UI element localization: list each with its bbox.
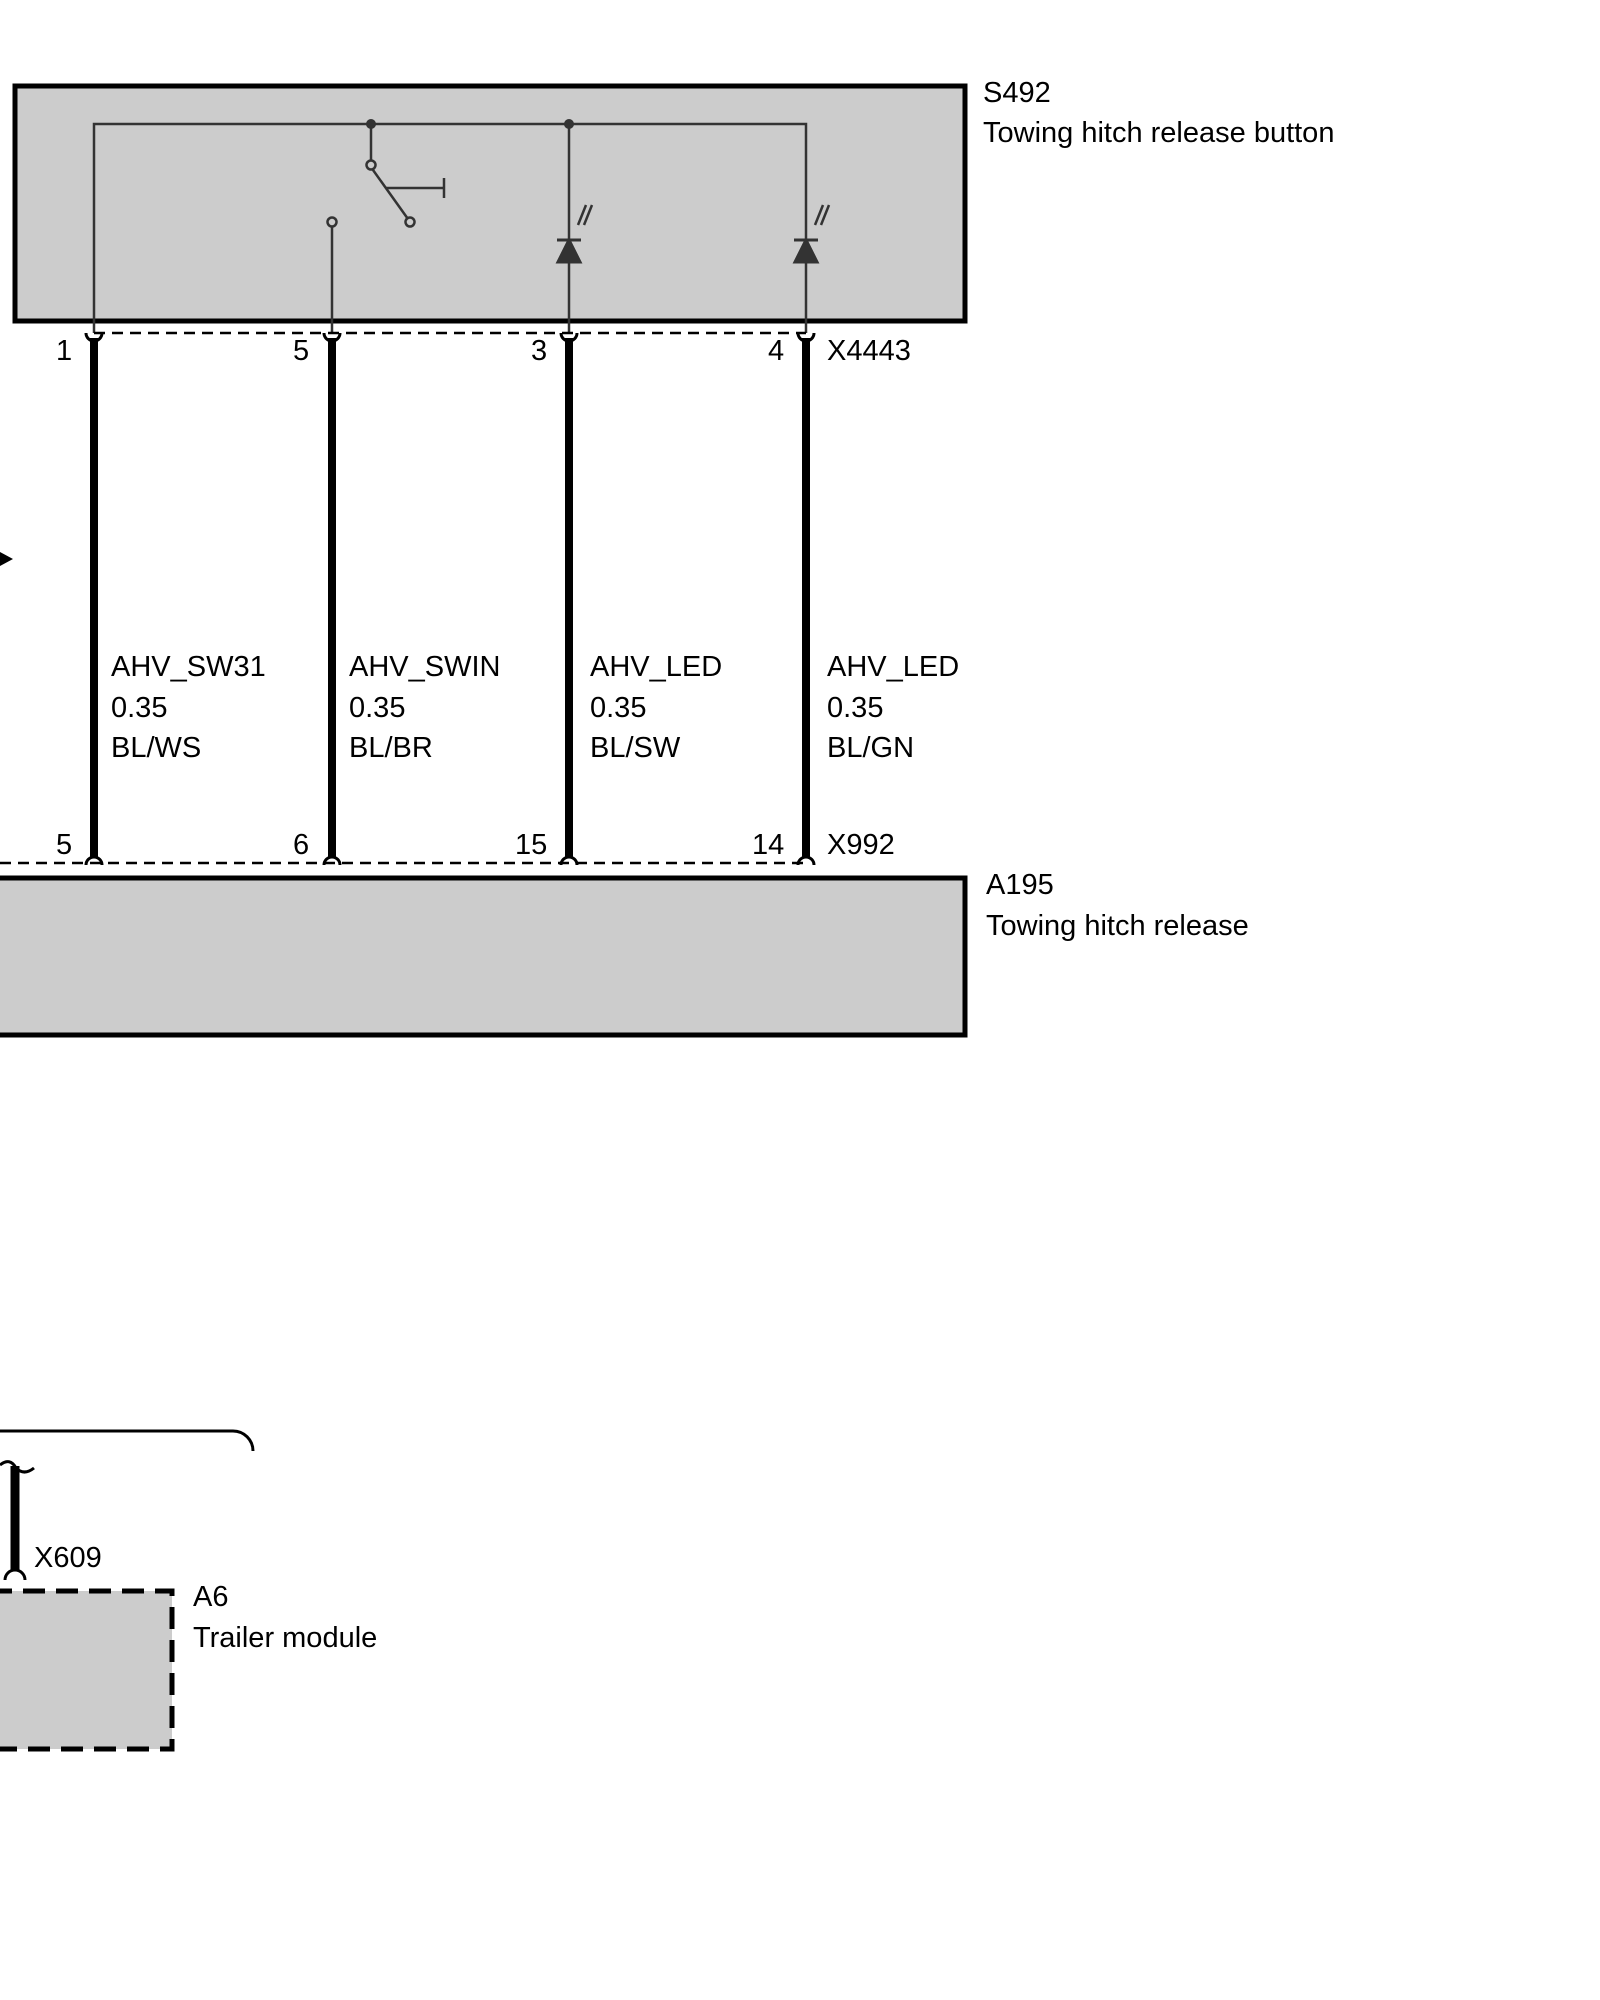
svg-text:0.35: 0.35	[590, 692, 646, 724]
a195-pin-6: 6	[293, 829, 309, 861]
switch-junction-dots	[366, 119, 574, 129]
x4443-label: X4443	[827, 335, 911, 367]
a195-module-box	[0, 875, 968, 1038]
wire-label-4: AHV_LED 0.35 BL/GN	[827, 651, 959, 764]
svg-text:0.35: 0.35	[111, 692, 167, 724]
a6-module-box	[0, 1588, 175, 1752]
s492-pin-1: 1	[56, 335, 72, 367]
svg-text:AHV_LED: AHV_LED	[827, 651, 959, 683]
x609-pin-socket	[3, 1568, 27, 1581]
svg-text:BL/GN: BL/GN	[827, 732, 914, 764]
svg-text:BL/SW: BL/SW	[590, 732, 681, 764]
x992-label: X992	[827, 829, 895, 861]
wires	[90, 338, 810, 858]
arrow-icon	[0, 552, 13, 566]
s492-name: Towing hitch release button	[983, 117, 1334, 149]
led-diode-icon	[555, 236, 820, 264]
wire-label-3: AHV_LED 0.35 BL/SW	[590, 651, 722, 764]
svg-text:AHV_LED: AHV_LED	[590, 651, 722, 683]
a195-id: A195	[986, 869, 1054, 901]
wire-label-1: AHV_SW31 0.35 BL/WS	[111, 651, 266, 764]
svg-text:BL/BR: BL/BR	[349, 732, 433, 764]
svg-text:BL/WS: BL/WS	[111, 732, 201, 764]
svg-text:0.35: 0.35	[827, 692, 883, 724]
harness-bracket	[0, 1429, 255, 1452]
svg-text:AHV_SW31: AHV_SW31	[111, 651, 266, 683]
s492-pin-3: 3	[531, 335, 547, 367]
a6-name: Trailer module	[193, 1622, 377, 1654]
a195-name: Towing hitch release	[986, 910, 1249, 942]
s492-internal-circuit	[92, 122, 831, 333]
svg-text:0.35: 0.35	[349, 692, 405, 724]
a195-pin-5: 5	[56, 829, 72, 861]
wire-label-2: AHV_SWIN 0.35 BL/BR	[349, 651, 500, 764]
s492-module-box	[12, 83, 968, 324]
svg-text:AHV_SWIN: AHV_SWIN	[349, 651, 500, 683]
s492-id: S492	[983, 77, 1051, 109]
pin-sockets	[84, 332, 816, 866]
a195-pin-15: 15	[515, 829, 547, 861]
s492-pin-5: 5	[293, 335, 309, 367]
a6-id: A6	[193, 1581, 228, 1613]
s492-pin-4: 4	[768, 335, 784, 367]
a195-pin-14: 14	[752, 829, 784, 861]
x609-label: X609	[34, 1542, 102, 1574]
